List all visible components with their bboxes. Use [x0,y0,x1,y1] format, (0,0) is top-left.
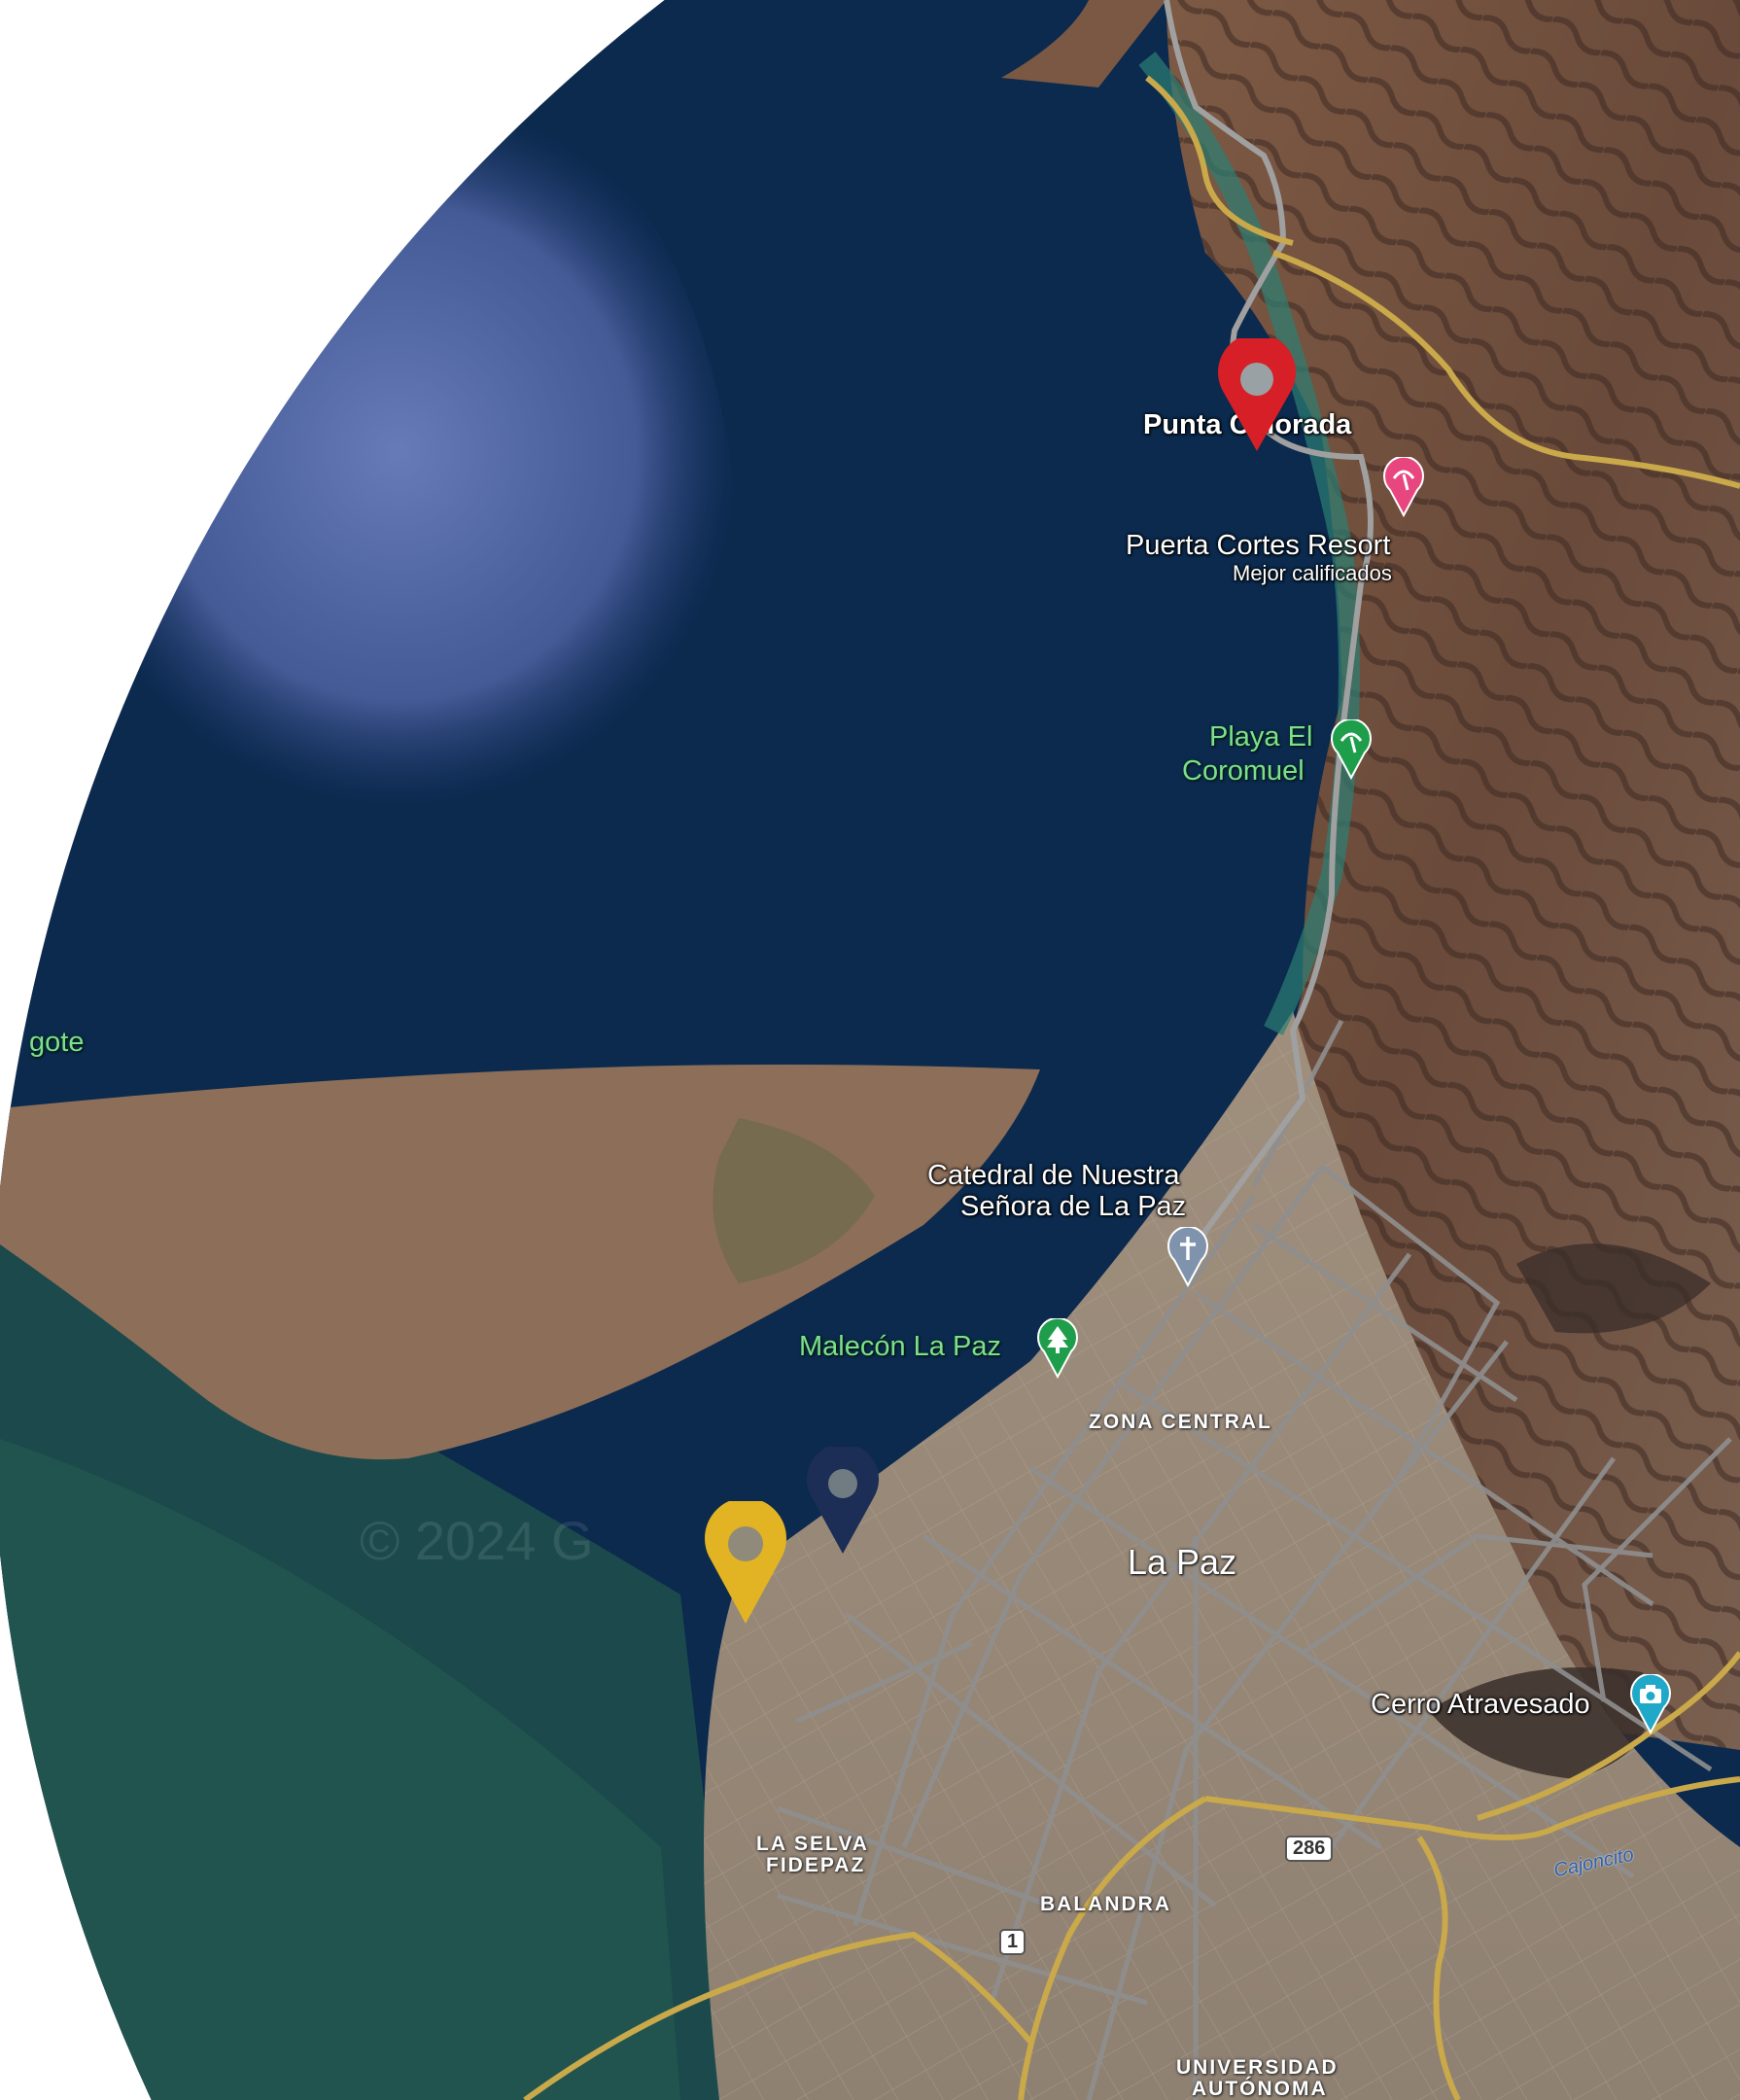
selva-label-line1: LA SELVA [756,1833,869,1855]
zona-central-label: ZONA CENTRAL [1089,1411,1272,1433]
la-paz-label[interactable]: La Paz [1128,1542,1237,1582]
location-pin-gold-icon[interactable] [702,1501,789,1626]
map-watermark: © 2024 G [360,1510,594,1571]
mogote-label: gote [29,1027,85,1058]
camera-icon[interactable] [1629,1674,1672,1734]
balandra-label: BALANDRA [1040,1893,1171,1915]
universidad-label-line1: UNIVERSIDAD [1176,2056,1339,2079]
universidad-label-line2: AUTÓNOMA [1192,2078,1328,2100]
park-tree-icon[interactable] [1036,1318,1079,1379]
malecon-label[interactable]: Malecón La Paz [799,1331,1001,1362]
beach-umbrella-green-icon[interactable] [1330,719,1373,780]
church-cross-icon[interactable] [1166,1227,1209,1287]
cerro-label[interactable]: Cerro Atravesado [1371,1689,1590,1720]
location-pin-navy-icon[interactable] [805,1447,881,1556]
catedral-label-line2[interactable]: Señora de La Paz [960,1191,1187,1222]
puerta-cortes-label[interactable]: Puerta Cortes Resort [1126,530,1391,561]
playa-label-line1[interactable]: Playa El [1209,721,1313,752]
mejor-calificados-label: Mejor calificados [1233,561,1392,585]
road-shield-1: 1 [999,1929,1027,1955]
playa-label-line2[interactable]: Coromuel [1182,755,1305,787]
road-shield-286: 286 [1285,1836,1334,1862]
catedral-label-line1[interactable]: Catedral de Nuestra [927,1160,1180,1191]
location-pin-red-icon[interactable] [1215,338,1299,453]
selva-label-line2: FIDEPAZ [766,1854,866,1876]
beach-umbrella-pink-icon[interactable] [1382,457,1425,517]
